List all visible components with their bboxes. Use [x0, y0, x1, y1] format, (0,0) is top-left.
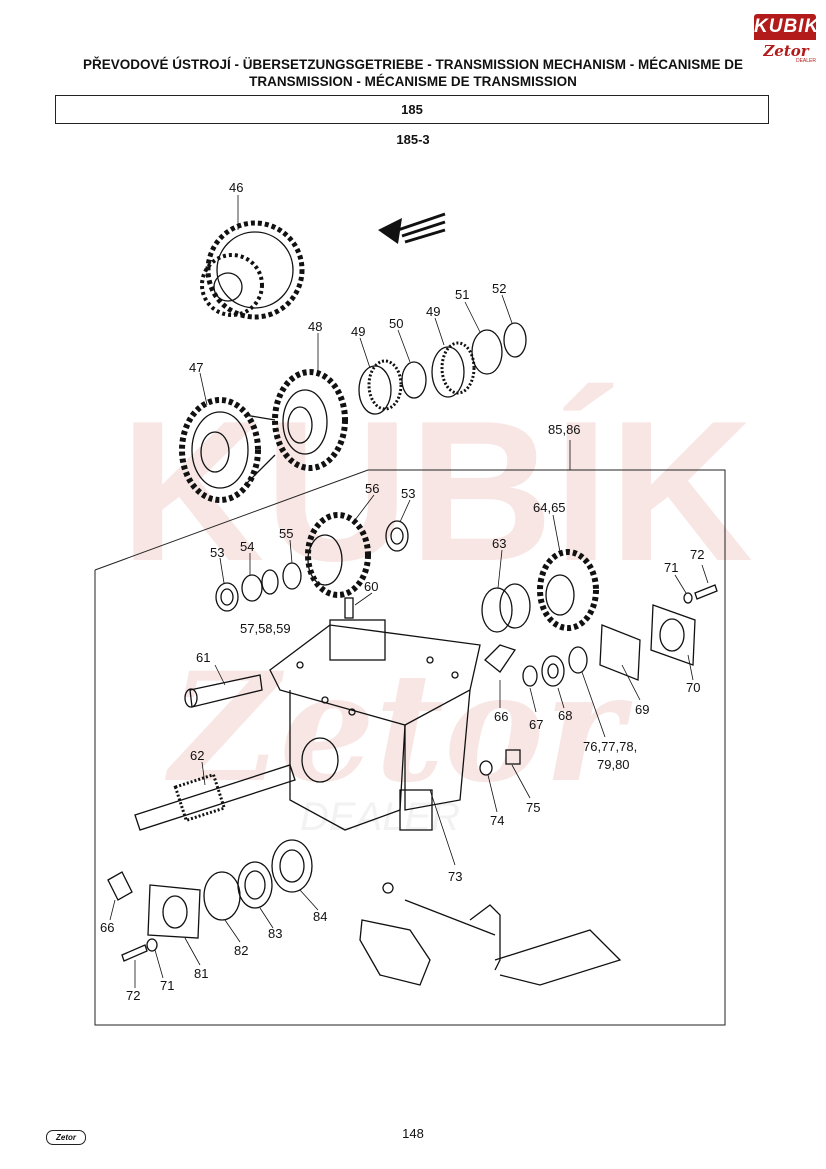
callout-72b: 72 [126, 988, 140, 1003]
callout-49a: 49 [351, 324, 365, 339]
direction-arrow [378, 212, 446, 244]
callout-73: 73 [448, 869, 462, 884]
callout-61: 61 [196, 650, 210, 665]
callout-53b: 53 [401, 486, 415, 501]
group-number-box: 185 [55, 95, 769, 124]
shaft-61 [184, 674, 263, 708]
callout-67: 67 [529, 717, 543, 732]
bearing-53a [215, 582, 239, 612]
shaft-62 [134, 764, 296, 831]
page-title: PŘEVODOVÉ ÚSTROJÍ - ÜBERSETZUNGSGETRIEBE… [82, 57, 744, 89]
needle-bearing-49b [431, 341, 476, 398]
needle-bearing-49a [358, 359, 403, 415]
gasket-69 [599, 624, 641, 681]
ring-76 [568, 646, 588, 674]
gear-47 [179, 397, 276, 503]
callout-labels: 46 47 48 49 50 49 51 52 85,86 56 53 53 5… [100, 180, 704, 1003]
bolt-72b [121, 944, 148, 962]
housing-73 [269, 619, 481, 831]
bolt-75 [505, 749, 521, 765]
watermark-text: KUBÍK [120, 380, 753, 603]
callout-64-65: 64,65 [533, 500, 566, 515]
callout-66b: 66 [100, 920, 114, 935]
ring-51 [471, 329, 503, 375]
callout-75: 75 [526, 800, 540, 815]
callout-66a: 66 [494, 709, 508, 724]
callout-62: 62 [190, 748, 204, 763]
watermark-sub: Zetor [165, 640, 633, 816]
callout-71b: 71 [160, 978, 174, 993]
gear-64 [537, 549, 599, 631]
washer-71b [146, 938, 158, 952]
bearing-84 [271, 839, 313, 893]
callout-56: 56 [365, 481, 379, 496]
flange-81 [147, 884, 201, 939]
callout-76-77-78: 76,77,78, [583, 739, 637, 754]
hub-63 [481, 583, 531, 633]
callout-84: 84 [313, 909, 327, 924]
logo-brand: KUBIK [754, 14, 818, 40]
plug-66b [107, 871, 133, 901]
bearing-53b [385, 520, 409, 552]
shift-linkage [359, 882, 622, 986]
washer-71a [683, 592, 693, 604]
callout-68: 68 [558, 708, 572, 723]
callout-70: 70 [686, 680, 700, 695]
plug-66a [484, 644, 517, 673]
callout-48: 48 [308, 319, 322, 334]
callout-85-86: 85,86 [548, 422, 581, 437]
circlip-52 [503, 322, 527, 358]
callout-83: 83 [268, 926, 282, 941]
leader-lines [109, 195, 709, 988]
callout-50: 50 [389, 316, 403, 331]
callout-69: 69 [635, 702, 649, 717]
kubik-zetor-logo: KUBIK Zetor DEALER [754, 14, 818, 64]
shim-57 [261, 569, 279, 595]
callout-60: 60 [364, 579, 378, 594]
bearing-68 [541, 655, 565, 687]
callout-47: 47 [189, 360, 203, 375]
spacer-50 [401, 361, 427, 399]
callout-72a: 72 [690, 547, 704, 562]
bolt-72a [694, 584, 718, 600]
logo-tag: DEALER [795, 58, 816, 64]
gear-46 [200, 220, 305, 320]
callout-54: 54 [240, 539, 254, 554]
cover-70 [650, 604, 696, 666]
callout-63: 63 [492, 536, 506, 551]
gear-56 [305, 512, 371, 598]
gear-48 [272, 369, 348, 471]
callout-51: 51 [455, 287, 469, 302]
callout-53a: 53 [210, 545, 224, 560]
logo-sub: Zetor [763, 42, 809, 60]
spacer-83 [237, 861, 273, 909]
assembly-frame [94, 469, 726, 1026]
callout-49b: 49 [426, 304, 440, 319]
callout-74: 74 [490, 813, 504, 828]
callout-79-80: 79,80 [597, 757, 630, 772]
washer-74 [479, 760, 493, 776]
callout-82: 82 [234, 943, 248, 958]
callout-55: 55 [279, 526, 293, 541]
seal-67 [522, 665, 538, 687]
washer-54 [241, 574, 263, 602]
callout-71a: 71 [664, 560, 678, 575]
o-ring-82 [203, 871, 241, 921]
callout-52: 52 [492, 281, 506, 296]
callout-57-58-59: 57,58,59 [240, 621, 291, 636]
subgroup-number: 185-3 [396, 132, 430, 147]
pin-60 [344, 597, 354, 619]
callout-81: 81 [194, 966, 208, 981]
zetor-footer-logo: Zetor [46, 1130, 86, 1145]
page-number: 148 [402, 1126, 424, 1141]
watermark: KUBÍK Zetor DEALER [120, 380, 753, 839]
callout-46: 46 [229, 180, 243, 195]
